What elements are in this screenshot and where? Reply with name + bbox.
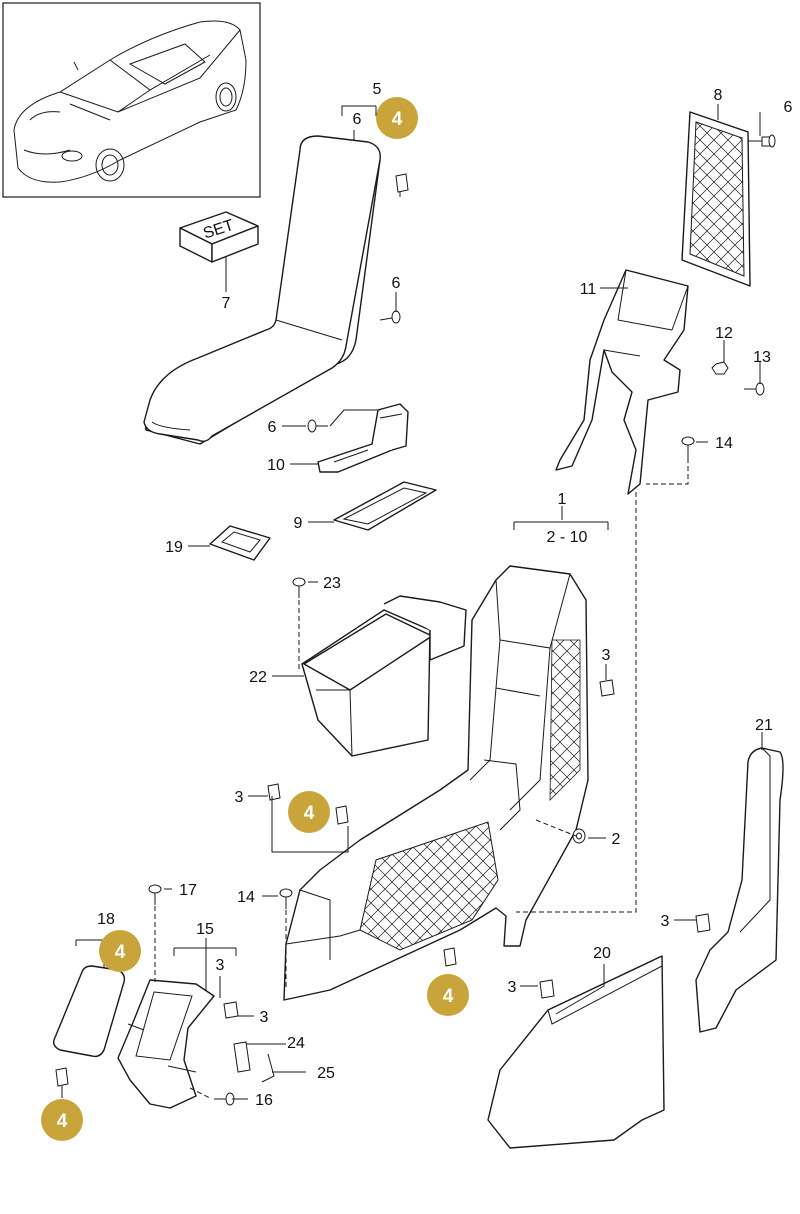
clip-3-e [539, 979, 555, 999]
label-23: 23 [323, 575, 341, 592]
nut-2 [572, 828, 586, 844]
clip-4-d [55, 1067, 69, 1087]
latch-part-24 [233, 1041, 251, 1073]
clip-3-c [695, 913, 711, 933]
label-6-armrest-top: 6 [353, 111, 362, 128]
label-6-hinge: 6 [268, 419, 277, 436]
set-box: SET [179, 211, 259, 263]
screw-6-upper [748, 134, 776, 148]
cupholder-part [117, 979, 215, 1109]
clip-4-a [395, 173, 409, 193]
label-9: 9 [294, 515, 303, 532]
svg-text:4: 4 [392, 109, 403, 130]
label-11: 11 [580, 281, 597, 298]
label-20: 20 [593, 945, 611, 962]
label-13: 13 [753, 349, 771, 366]
label-14-upper: 14 [715, 435, 733, 452]
badge-4-base: 4 [427, 974, 469, 1016]
center-console-part [283, 565, 589, 1001]
side-panel-left [487, 955, 665, 1149]
label-3-right: 3 [661, 913, 670, 930]
label-3-console: 3 [602, 647, 611, 664]
label-12: 12 [715, 325, 733, 342]
label-10: 10 [267, 457, 285, 474]
label-14-lower: 14 [237, 889, 255, 906]
mesh-panel-part [681, 111, 751, 287]
screw-6-hinge [307, 419, 328, 433]
svg-text:4: 4 [57, 1111, 68, 1132]
svg-text:4: 4 [304, 803, 315, 824]
label-19: 19 [165, 539, 183, 556]
label-18: 18 [97, 911, 115, 928]
clip-3-a [599, 679, 615, 697]
svg-text:4: 4 [443, 986, 454, 1007]
label-15: 15 [196, 921, 214, 938]
badge-4-console: 4 [288, 791, 330, 833]
clip-3-d [223, 1001, 239, 1019]
storage-box-part [301, 595, 467, 757]
screw-17 [148, 884, 162, 905]
mat-part [333, 481, 437, 531]
screw-13 [744, 382, 765, 396]
vehicle-thumbnail [2, 2, 261, 198]
label-3-clip: 3 [260, 1009, 269, 1026]
label-7: 7 [222, 295, 231, 312]
label-2-10: 2 - 10 [547, 529, 588, 546]
label-16: 16 [255, 1092, 273, 1109]
clip-3-b [267, 783, 281, 801]
label-24: 24 [287, 1035, 305, 1052]
screw-23 [292, 577, 306, 598]
label-21: 21 [755, 717, 773, 734]
label-2: 2 [612, 831, 621, 848]
screw-14-lower [279, 888, 293, 909]
nut-12 [711, 361, 729, 375]
lid-part [52, 965, 126, 1058]
label-8: 8 [714, 87, 723, 104]
label-6-upper-right: 6 [784, 99, 793, 116]
part-labels: 5 6 8 6 7 6 11 12 13 6 14 10 1 9 2 - 10 … [97, 81, 792, 1109]
label-1: 1 [558, 491, 567, 508]
badge-4-armrest: 4 [376, 97, 418, 139]
svg-text:4: 4 [115, 942, 126, 963]
hardware [55, 134, 776, 1106]
screw-14-upper [681, 436, 695, 458]
bracket-part [555, 269, 689, 495]
label-3-cupholder: 3 [216, 957, 225, 974]
leader-lines [61, 104, 763, 1100]
hinge-part [317, 403, 409, 473]
screw-6-armrest [379, 310, 401, 324]
spring-part-25 [261, 1053, 275, 1083]
badge-4-lid: 4 [99, 930, 141, 972]
armrest-part [143, 135, 381, 445]
screw-16 [214, 1092, 235, 1106]
label-3-left: 3 [235, 789, 244, 806]
clip-4-b [335, 805, 349, 825]
label-5: 5 [373, 81, 382, 98]
car-drawing [13, 20, 247, 183]
clip-4-c [443, 947, 457, 967]
cover-part-19 [209, 525, 271, 561]
label-3-panel: 3 [508, 979, 517, 996]
badge-4-bottom-left: 4 [41, 1099, 83, 1141]
label-6-armrest: 6 [392, 275, 401, 292]
label-22: 22 [249, 669, 267, 686]
side-panel-right [695, 747, 784, 1033]
label-25: 25 [317, 1065, 335, 1082]
label-17: 17 [179, 882, 197, 899]
